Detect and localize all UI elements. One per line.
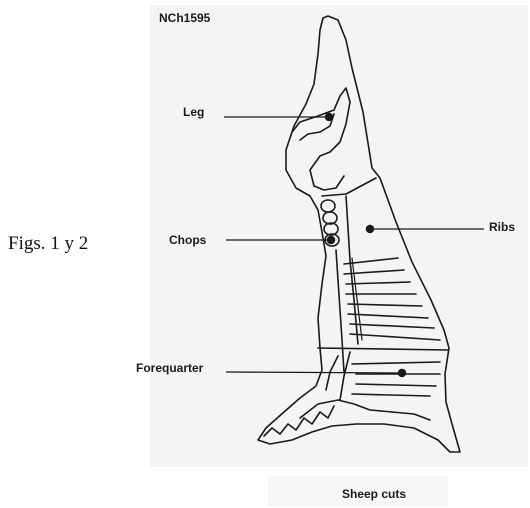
figure-caption: Sheep cuts [342,487,406,501]
forequarter-label: Forequarter [136,361,203,375]
standard-label: NCh1595 [159,11,210,25]
ribs-label: Ribs [489,220,515,234]
leg-label: Leg [183,105,204,119]
scan-background [150,5,528,467]
leg-marker [325,113,332,120]
forequarter-marker [398,369,405,376]
chops-marker [327,236,334,243]
ribs-marker [366,225,373,232]
figure-side-caption: Figs. 1 y 2 [8,233,88,255]
chops-label: Chops [169,233,206,247]
